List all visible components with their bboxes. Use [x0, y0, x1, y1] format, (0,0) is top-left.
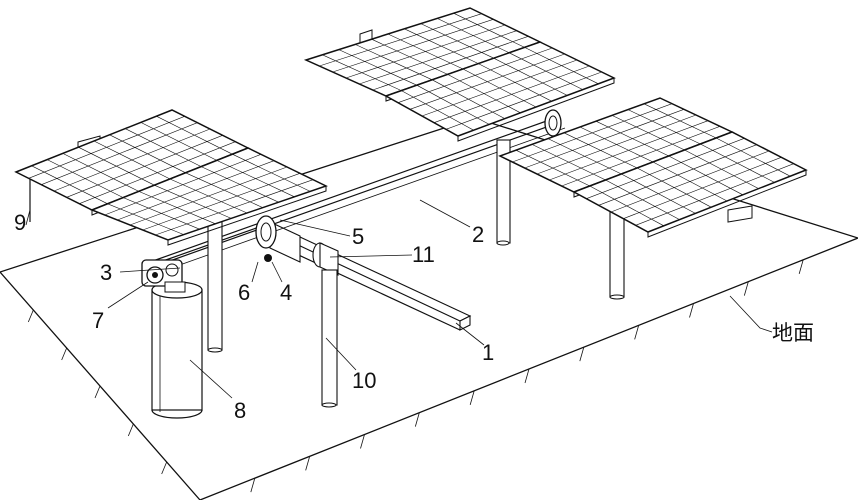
- ground-hatch-tick: [414, 412, 420, 427]
- drive-cylinder: [151, 281, 203, 419]
- panel-cell-line: [41, 122, 198, 185]
- label-1: 1: [482, 340, 494, 365]
- panel-cell-line: [635, 163, 794, 226]
- ground-hatch-tick: [94, 385, 101, 399]
- ground-hatch-tick: [27, 309, 34, 323]
- clamp-front: [255, 215, 277, 262]
- panel-cell-line: [549, 120, 709, 181]
- panel-edge: [647, 170, 807, 238]
- panel-left-b: [89, 147, 328, 246]
- panel-cell-line: [319, 13, 482, 67]
- panel-cell-line: [561, 126, 721, 187]
- label-5: 5: [352, 224, 364, 249]
- ground-hatch-tick: [305, 456, 311, 471]
- ground-hatch-tick: [161, 461, 168, 475]
- panel-cell-line: [524, 109, 685, 169]
- panel-cell-line: [409, 53, 565, 110]
- ground-hatch-tick: [579, 347, 585, 362]
- panel-edge: [457, 78, 615, 142]
- ground-hatch-tick: [634, 325, 640, 340]
- ground-hatch-tick: [469, 390, 475, 405]
- label-6: 6: [238, 280, 250, 305]
- panel-cell-line: [332, 19, 494, 73]
- panel-cell-line: [66, 135, 223, 198]
- label-3: 3: [100, 260, 112, 285]
- label-ground: 地面: [772, 321, 814, 345]
- ground-hatch-tick: [61, 347, 68, 361]
- ground-hatch-tick: [360, 434, 365, 449]
- panel-cell-line: [28, 116, 185, 179]
- panel-cell-line: [623, 157, 782, 219]
- panel-cell-line: [433, 65, 590, 123]
- support-posts: [207, 139, 625, 408]
- label-9: 9: [14, 210, 26, 235]
- panel-cell-line: [610, 150, 770, 213]
- panel-cell-line: [155, 179, 314, 236]
- panel-cell-line: [117, 160, 275, 221]
- panel-cell-line: [445, 71, 602, 130]
- panel-cell-line: [536, 114, 697, 175]
- clamp-rear: [544, 109, 562, 137]
- label-8: 8: [234, 398, 246, 423]
- panel-cell-line: [53, 128, 211, 192]
- label-10: 10: [352, 368, 376, 393]
- leader-lines: [25, 199, 773, 399]
- ground-hatch-tick: [798, 259, 804, 274]
- panel-cell-line: [586, 138, 745, 199]
- label-4: 4: [280, 280, 292, 305]
- panel-cell-line: [129, 166, 288, 226]
- ground-hatch-tick: [127, 423, 134, 437]
- part-labels: 1 2 3 4 5 6 7 8 9 10 11 地面: [14, 210, 814, 423]
- ground-hatch-tick: [250, 478, 256, 493]
- ground-hatch-tick: [524, 368, 530, 384]
- gearbox: [141, 259, 186, 293]
- panel-cell-line: [359, 30, 517, 85]
- label-2: 2: [472, 222, 484, 247]
- ground-hatch-tick: [689, 303, 694, 318]
- panel-right-b: [572, 131, 808, 238]
- panel-cell-line: [397, 47, 553, 103]
- panel-cell-line: [142, 173, 301, 231]
- solar-panels: [14, 7, 808, 246]
- panel-cell-line: [598, 144, 757, 206]
- ground-plane: [0, 117, 858, 500]
- main-beam: [260, 221, 472, 331]
- panel-cell-line: [345, 24, 506, 79]
- panel-cell-line: [421, 59, 578, 117]
- ground-hatch-tick: [743, 281, 749, 296]
- panel-cell-line: [372, 36, 529, 91]
- label-7: 7: [92, 308, 104, 333]
- panel-cell-line: [512, 103, 673, 163]
- panel-cell-line: [104, 154, 262, 216]
- label-11: 11: [412, 242, 435, 267]
- panel-cell-line: [79, 141, 236, 204]
- panel-rear-b: [384, 41, 616, 142]
- panel-edge: [167, 186, 327, 246]
